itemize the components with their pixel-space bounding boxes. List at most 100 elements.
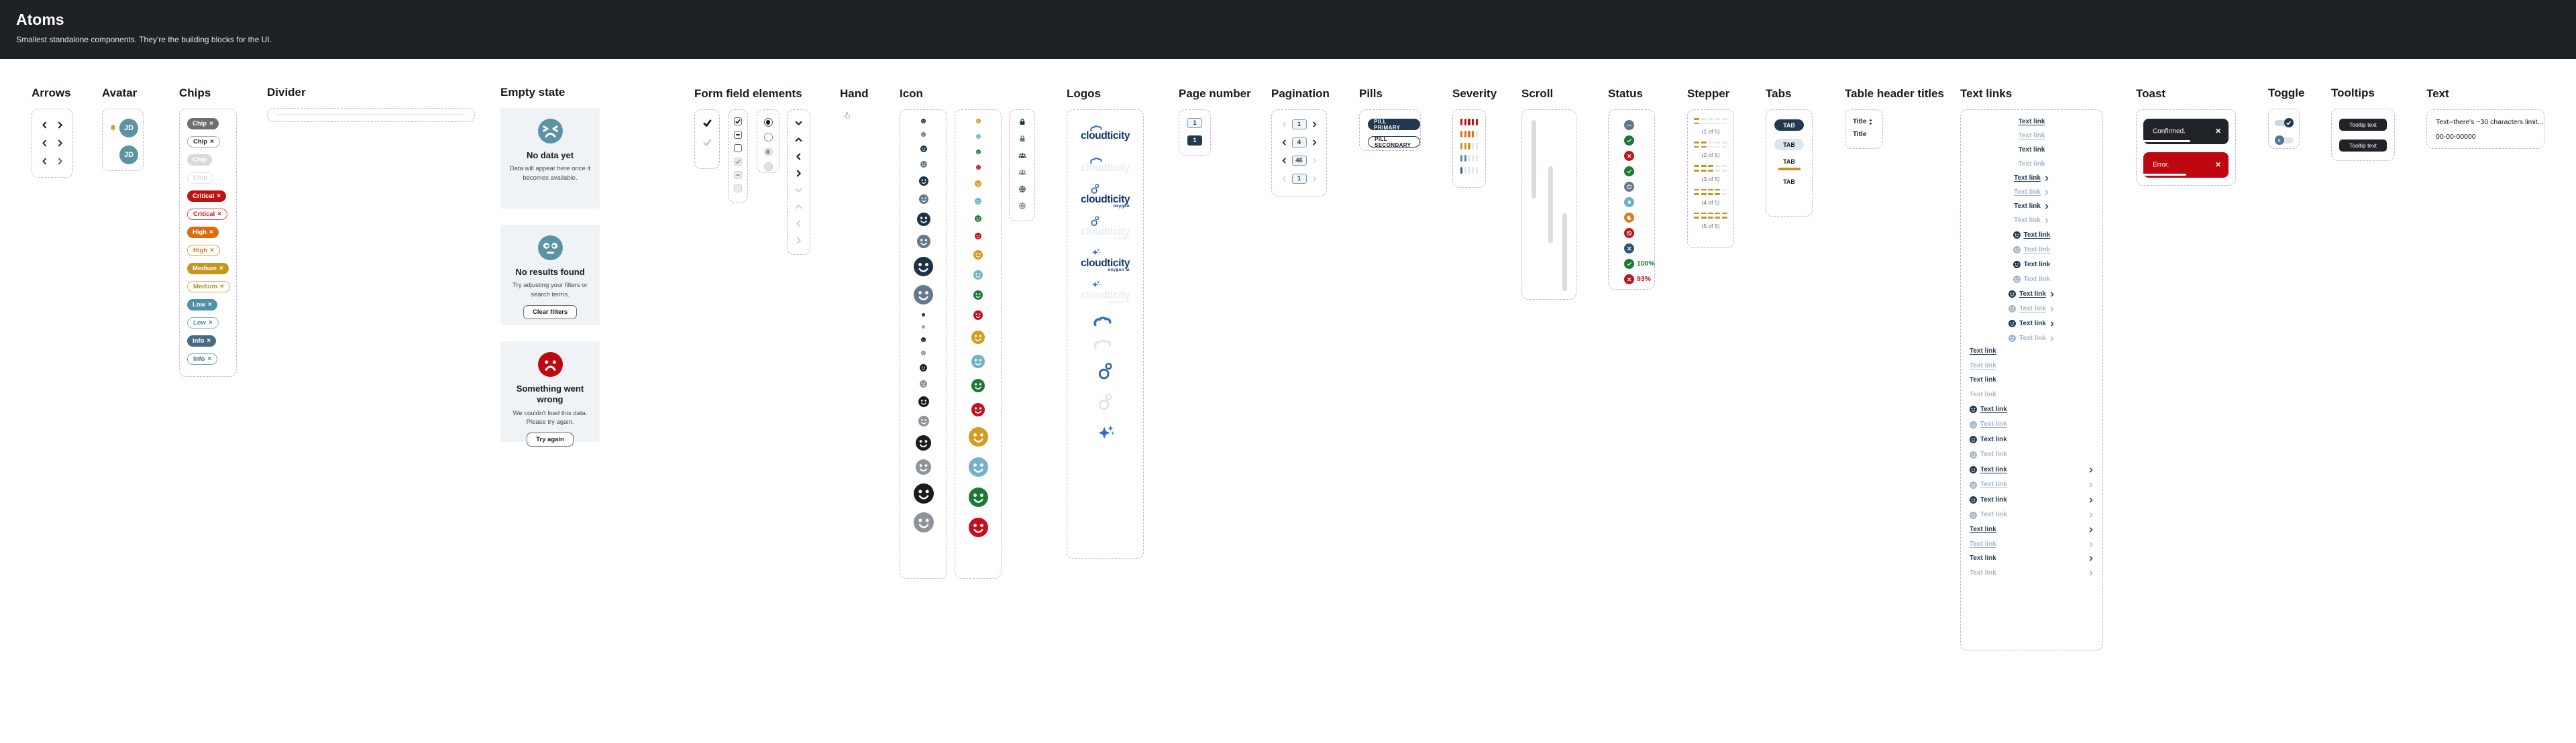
text-link[interactable]: Text link	[1970, 569, 2094, 577]
chip-close-icon[interactable]: ×	[217, 192, 221, 200]
chip-close-icon[interactable]: ×	[209, 119, 213, 127]
chevron-left-icon[interactable]	[41, 158, 48, 165]
text-link[interactable]: Text link	[1970, 391, 2094, 398]
chip-low-filled[interactable]: Low×	[187, 299, 217, 310]
pill-filled[interactable]: PILL PRIMARY	[1368, 119, 1420, 131]
notification-bell-icon[interactable]	[109, 124, 117, 133]
chip-close-icon[interactable]: ×	[208, 300, 212, 308]
text-link[interactable]: Text link	[2012, 261, 2050, 268]
tab-plain[interactable]: TAB	[1783, 178, 1795, 185]
text-link[interactable]: Text link	[2014, 175, 2049, 182]
chevron-left-icon[interactable]	[41, 121, 48, 129]
text-link[interactable]: Text link	[1970, 420, 2094, 428]
chevron-right-icon[interactable]	[56, 158, 64, 165]
scrollbar-thumb[interactable]	[1562, 213, 1567, 291]
chip-close-icon[interactable]: ×	[209, 228, 213, 236]
chevron-up-icon[interactable]	[795, 136, 802, 144]
chip-neutral-outline[interactable]: Chip×	[187, 136, 220, 148]
page-number-input[interactable]: 4	[1291, 137, 1307, 148]
page-number-input[interactable]: 1	[1291, 174, 1307, 184]
text-link[interactable]: Text link	[2012, 276, 2050, 283]
close-icon[interactable]: ✕	[2215, 161, 2221, 169]
chip-close-icon[interactable]: ×	[207, 337, 211, 345]
checkbox-indeterminate[interactable]	[734, 131, 742, 139]
text-link[interactable]: Text link	[2008, 335, 2055, 342]
text-link[interactable]: Text link	[2019, 147, 2045, 154]
text-link[interactable]: Text link	[1970, 526, 2094, 533]
chip-critical-filled[interactable]: Critical×	[187, 190, 227, 202]
chip-low-outline[interactable]: Low×	[187, 317, 219, 329]
pill-outline[interactable]: PILL SECONDARY	[1368, 136, 1420, 148]
empty-state-button[interactable]: Clear filters	[523, 304, 578, 319]
chip-info-outline[interactable]: Info×	[187, 353, 218, 365]
text-link[interactable]: Text link	[1970, 348, 2094, 355]
text-link[interactable]: Text link	[2008, 290, 2055, 298]
page-number-input[interactable]: 46	[1291, 156, 1307, 166]
chip-close-icon[interactable]: ×	[219, 264, 223, 272]
text-link[interactable]: Text link	[1970, 511, 2094, 519]
page-number-input[interactable]: 1	[1291, 119, 1307, 129]
empty-state-button[interactable]: Try again	[527, 433, 574, 447]
toggle-on[interactable]	[2274, 118, 2294, 127]
chip-disabled-outline[interactable]: Chip	[187, 172, 214, 184]
chip-disabled-filled[interactable]: Chip	[187, 154, 213, 166]
text-link[interactable]: Text link	[2019, 133, 2045, 139]
chip-close-icon[interactable]: ×	[217, 210, 222, 218]
tab-underline[interactable]: TAB	[1778, 158, 1801, 170]
scrollbar-thumb[interactable]	[1532, 120, 1536, 198]
sort-icon[interactable]	[1868, 119, 1873, 125]
text-link[interactable]: Text link	[2012, 231, 2050, 239]
chevron-down-icon[interactable]	[795, 119, 802, 127]
text-link[interactable]: Text link	[2014, 217, 2049, 224]
chip-high-filled[interactable]: High×	[187, 227, 219, 238]
checkbox-checked[interactable]	[734, 117, 742, 125]
text-link[interactable]: Text link	[1970, 436, 2094, 443]
text-link[interactable]: Text link	[1970, 496, 2094, 504]
prev-page-icon[interactable]	[1281, 139, 1287, 146]
chip-info-filled[interactable]: Info×	[187, 335, 217, 347]
text-link[interactable]: Text link	[2019, 161, 2045, 168]
next-page-icon[interactable]	[1311, 139, 1318, 146]
chip-high-outline[interactable]: High×	[187, 245, 220, 256]
table-header-title[interactable]: Title	[1853, 119, 1873, 125]
chevron-left-icon[interactable]	[41, 139, 48, 147]
chip-neutral-filled[interactable]: Chip×	[187, 118, 219, 129]
text-link[interactable]: Text link	[1970, 451, 2094, 459]
chip-close-icon[interactable]: ×	[209, 319, 213, 327]
chevron-right-icon[interactable]	[56, 139, 64, 147]
text-link[interactable]: Text link	[1970, 481, 2094, 489]
tab-filled[interactable]: TAB	[1774, 119, 1804, 131]
text-link[interactable]: Text link	[2008, 305, 2055, 312]
radio-unselected[interactable]	[763, 133, 773, 141]
text-link[interactable]: Text link	[2014, 203, 2049, 210]
close-icon[interactable]: ✕	[2215, 127, 2221, 135]
text-link[interactable]: Text link	[2019, 119, 2045, 125]
chip-close-icon[interactable]: ×	[210, 137, 214, 146]
text-link[interactable]: Text link	[1970, 540, 2094, 548]
chevron-right-icon[interactable]	[56, 121, 64, 129]
next-page-icon[interactable]	[1311, 121, 1318, 127]
chevron-left-icon[interactable]	[795, 153, 802, 160]
page-number-filled[interactable]: 1	[1187, 135, 1202, 146]
chip-close-icon[interactable]: ×	[207, 355, 212, 363]
chip-close-icon[interactable]: ×	[210, 246, 214, 254]
avatar[interactable]: JD	[119, 119, 138, 137]
page-number-outline[interactable]: 1	[1187, 118, 1202, 128]
checkbox-unchecked[interactable]	[734, 144, 742, 152]
radio-selected[interactable]	[763, 118, 773, 127]
avatar[interactable]: JD	[119, 146, 138, 164]
toggle-off[interactable]	[2274, 135, 2294, 145]
text-link[interactable]: Text link	[1970, 362, 2094, 369]
text-link[interactable]: Text link	[2012, 246, 2050, 253]
text-link[interactable]: Text link	[1970, 555, 2094, 562]
text-link[interactable]: Text link	[2008, 320, 2055, 327]
chip-critical-outline[interactable]: Critical×	[187, 209, 228, 220]
tab-soft[interactable]: TAB	[1774, 139, 1804, 150]
chip-medium-filled[interactable]: Medium×	[187, 263, 229, 274]
scrollbar-thumb[interactable]	[1548, 166, 1553, 243]
chip-close-icon[interactable]: ×	[219, 282, 224, 290]
text-link[interactable]: Text link	[1970, 406, 2094, 413]
text-link[interactable]: Text link	[2014, 189, 2049, 196]
chevron-right-icon[interactable]	[795, 170, 802, 177]
text-link[interactable]: Text link	[1970, 377, 2094, 384]
